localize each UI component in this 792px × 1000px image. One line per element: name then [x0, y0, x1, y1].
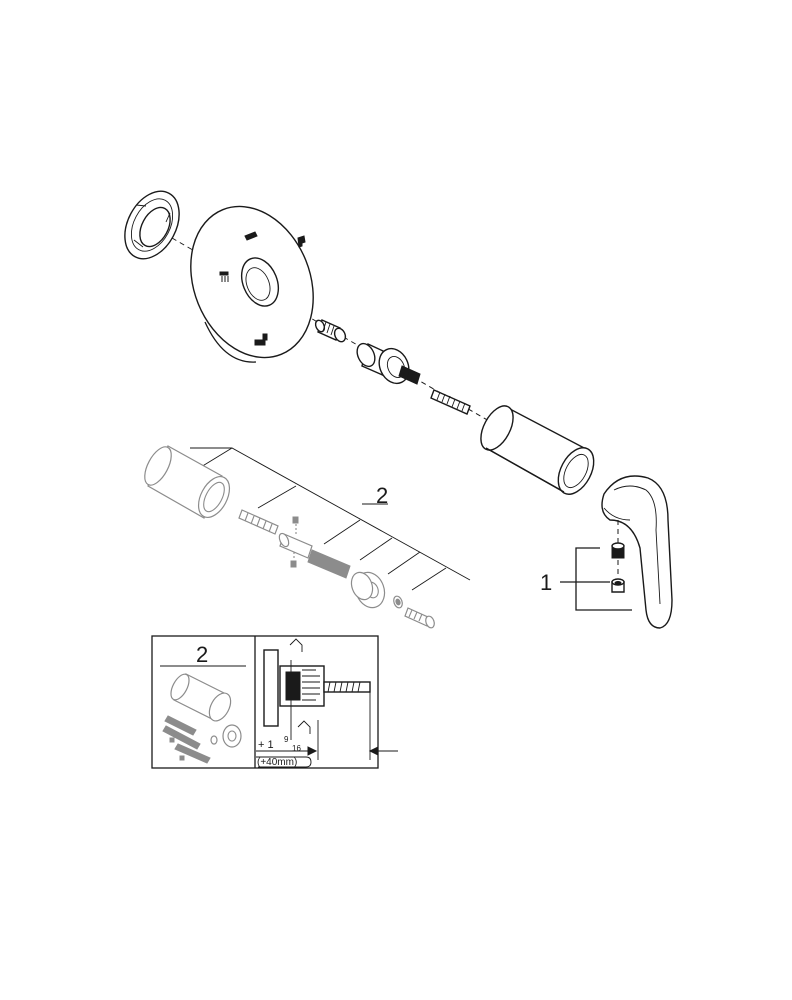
tub-spout-icon [254, 333, 268, 346]
callout-1-bracket [560, 547, 632, 611]
shower-head-icon [219, 271, 229, 282]
dimension-inch-denominator: 16 [292, 744, 301, 753]
extension-adapter-disc [350, 571, 386, 609]
escutcheon-plate [190, 205, 314, 363]
hand-shower-icon [297, 235, 306, 248]
extension-washer [393, 595, 403, 609]
callout-2-label: 2 [376, 483, 388, 508]
mounting-screw [430, 389, 471, 415]
extension-small-screw [404, 607, 435, 629]
kit-thumbnail [162, 673, 242, 764]
callout-1-label: 1 [540, 570, 552, 595]
dimension-inch-numerator: 9 [284, 735, 289, 744]
extension-sleeve [144, 445, 231, 519]
handle-screw-cap-set [611, 520, 625, 593]
dimension-inch-whole: + 1 [258, 739, 274, 751]
handle-sleeve [480, 405, 595, 495]
extension-kit-inset: 2 [151, 635, 398, 769]
extension-screw [238, 509, 279, 535]
extension-leader-lines [190, 447, 471, 591]
shower-symbol-icon [244, 231, 258, 241]
cross-section-view [256, 638, 398, 768]
lever-handle [601, 475, 673, 629]
dimension-mm: (+40mm) [257, 757, 297, 768]
inset-title: 2 [196, 642, 208, 667]
sealing-ring [124, 190, 180, 260]
handle-hub [356, 342, 421, 385]
threaded-adapter [314, 319, 347, 343]
extension-spindle [278, 516, 351, 579]
